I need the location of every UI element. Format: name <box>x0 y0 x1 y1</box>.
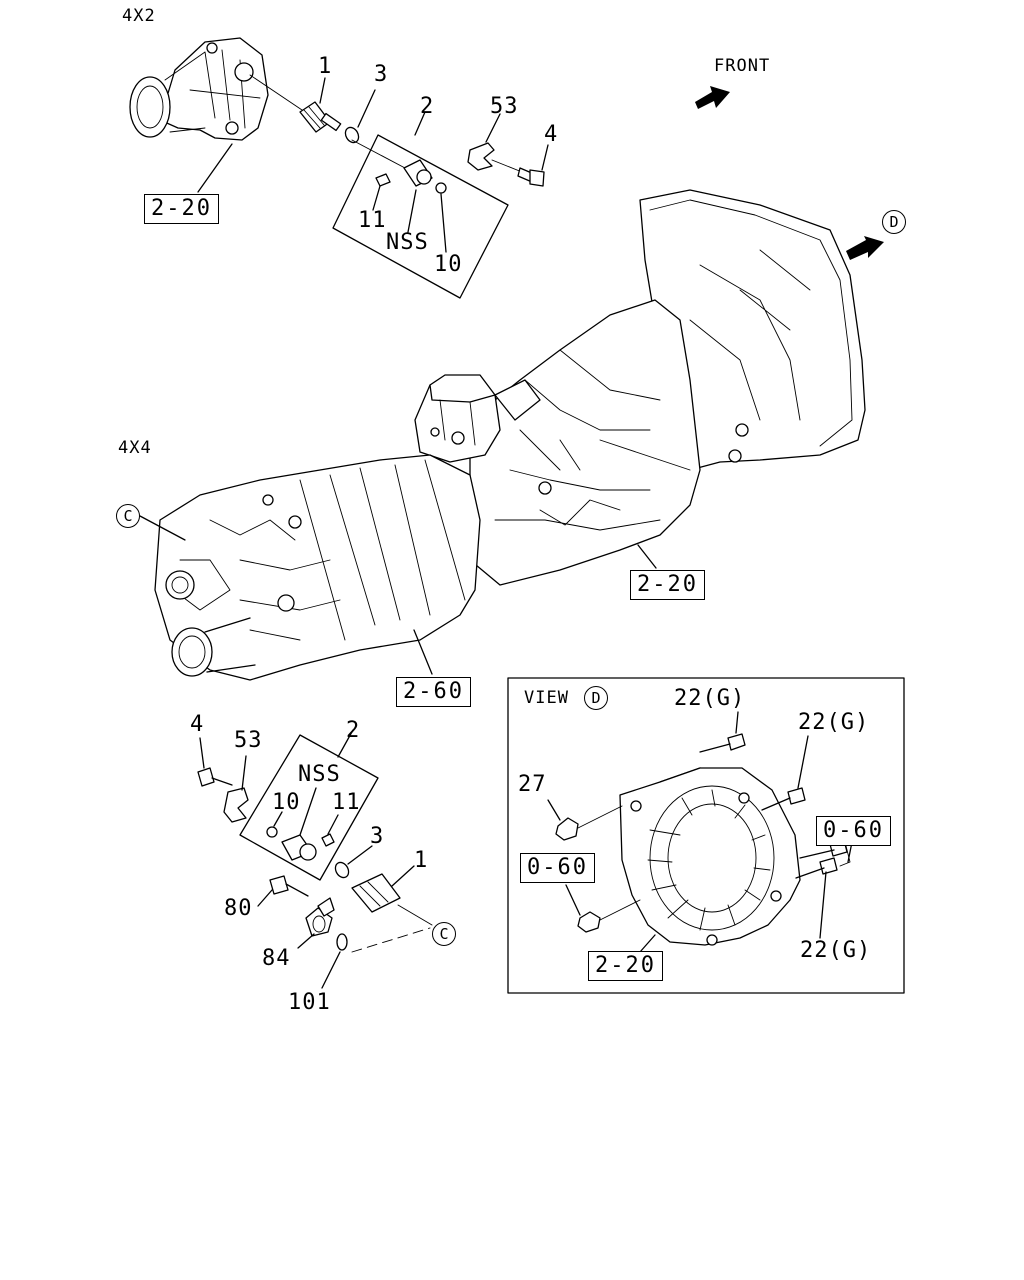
callout-1-4x4: 1 <box>414 848 429 873</box>
view-d-title: VIEW <box>524 688 569 708</box>
view-d-arrow <box>846 236 884 260</box>
callout-1-4x2: 1 <box>318 54 333 79</box>
view-d-panel <box>507 677 905 994</box>
callout-nss-4x4: NSS <box>298 762 341 787</box>
callout-22g-a: 22(G) <box>674 686 746 711</box>
callout-11-4x4: 11 <box>332 790 361 815</box>
callout-53-4x4: 53 <box>234 728 263 753</box>
callout-3-4x2: 3 <box>374 62 389 87</box>
callout-10-4x4: 10 <box>272 790 301 815</box>
callout-53-4x2: 53 <box>490 94 519 119</box>
front-arrow <box>695 86 730 109</box>
callout-3-4x4: 3 <box>370 824 385 849</box>
parts-4x4 <box>197 729 433 989</box>
ref-2-20-b: 2-20 <box>630 570 705 600</box>
callout-27: 27 <box>518 772 547 797</box>
view-d-title-mark: D <box>584 686 608 710</box>
speedo-driven-gear-4x2 <box>299 77 342 133</box>
variant-label-4x4: 4X4 <box>118 438 152 458</box>
callout-22g-c: 22(G) <box>800 938 872 963</box>
callout-101-4x4: 101 <box>288 990 331 1015</box>
callout-22g-b: 22(G) <box>798 710 870 735</box>
ref-2-20-a: 2-20 <box>144 194 219 224</box>
bellhousing-view-d <box>619 767 801 946</box>
variant-label-4x2: 4X2 <box>122 6 156 26</box>
view-mark-c-upper: C <box>116 504 140 528</box>
callout-4-4x2: 4 <box>544 122 559 147</box>
callout-11-4x2: 11 <box>358 208 387 233</box>
callout-2-4x2: 2 <box>420 94 435 119</box>
ref-2-60: 2-60 <box>396 677 471 707</box>
ref-2-20-c: 2-20 <box>588 951 663 981</box>
callout-2-4x4: 2 <box>346 718 361 743</box>
ref-0-60-a: 0-60 <box>816 816 891 846</box>
callout-84-4x4: 84 <box>262 946 291 971</box>
clip-and-bolt-4x2 <box>467 113 549 187</box>
callout-nss-4x2: NSS <box>386 230 429 255</box>
ref-0-60-b: 0-60 <box>520 853 595 883</box>
extension-housing-4x2 <box>129 37 269 193</box>
sensor-group-box-4x2 <box>332 111 509 299</box>
callout-10-4x2: 10 <box>434 252 463 277</box>
view-mark-c-lower: C <box>432 922 456 946</box>
front-label: FRONT <box>714 56 771 76</box>
callout-4-4x4: 4 <box>190 712 205 737</box>
view-mark-d: D <box>882 210 906 234</box>
callout-80-4x4: 80 <box>224 896 253 921</box>
transmission-assembly <box>154 189 866 681</box>
